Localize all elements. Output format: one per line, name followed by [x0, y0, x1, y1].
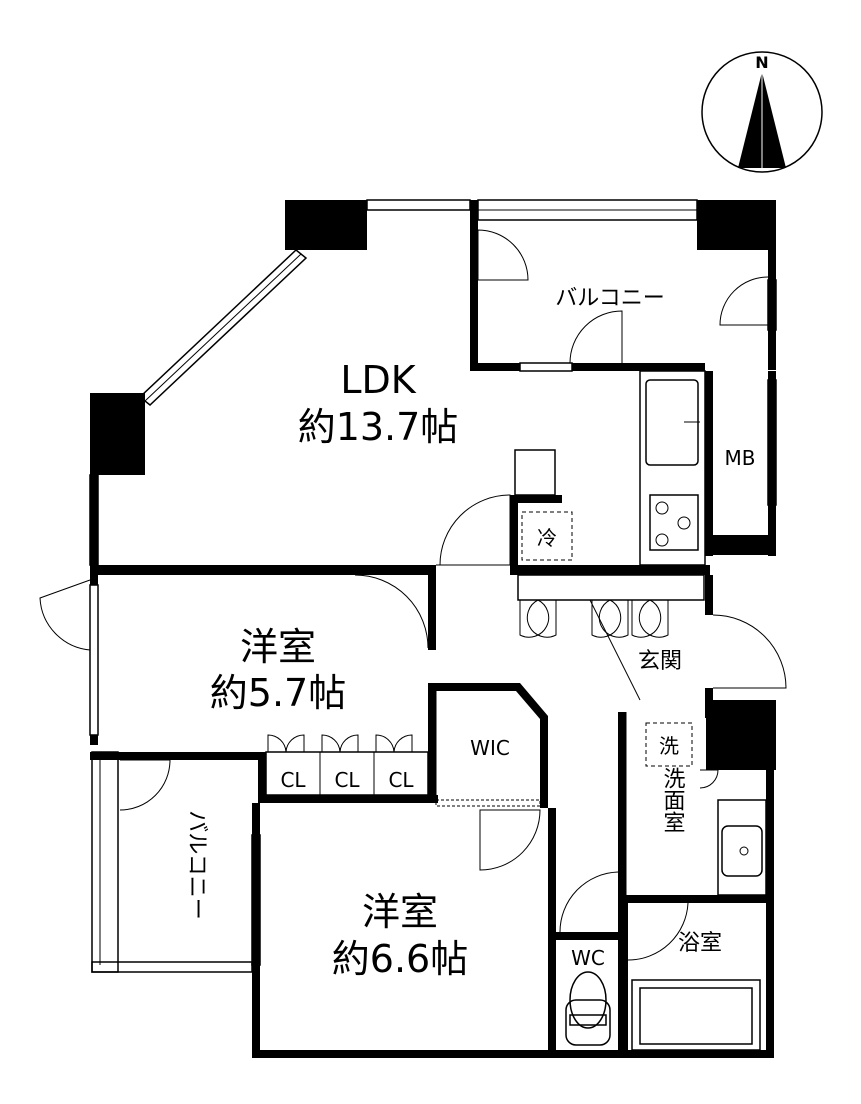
- compass-circle: [701, 51, 823, 173]
- western2-label: 洋室: [362, 890, 438, 934]
- fixtures: [265, 370, 767, 1051]
- ldk-label: LDK: [340, 358, 416, 402]
- western1-label: 洋室: [240, 625, 316, 669]
- column-left: [90, 393, 145, 475]
- doors: [39, 229, 787, 961]
- bath-label: 浴室: [678, 931, 722, 956]
- washer-label: 洗: [659, 734, 679, 758]
- wc-label: WC: [571, 946, 605, 970]
- column-top-left: [285, 200, 367, 250]
- column-top-right: [697, 200, 775, 250]
- balcony-top-label: バルコニー: [555, 286, 665, 311]
- fridge-box: [521, 511, 573, 561]
- compass: N: [701, 51, 823, 173]
- genkan-label: 玄関: [638, 649, 682, 674]
- western1-size: 約5.7帖: [210, 671, 346, 715]
- ldk-size: 約13.7帖: [298, 405, 459, 449]
- closet-label-2: CL: [334, 768, 360, 792]
- balcony-left-label: バルコニー: [184, 810, 209, 920]
- mb-label: MB: [725, 446, 756, 470]
- western2-size: 約6.6帖: [332, 937, 468, 981]
- closet-label-1: CL: [280, 768, 306, 792]
- windows: [89, 199, 777, 973]
- washer-box: [645, 722, 693, 767]
- wic-label: WIC: [470, 736, 510, 760]
- walls: [90, 200, 776, 1058]
- compass-north-label: N: [755, 53, 768, 72]
- closet-label-3: CL: [388, 768, 414, 792]
- washroom-label: 洗面室: [660, 767, 686, 833]
- labels: LDK 約13.7帖 バルコニー MB 冷 玄関 洋室 約5.7帖 CL CL …: [184, 286, 755, 981]
- fridge-label: 冷: [537, 526, 557, 550]
